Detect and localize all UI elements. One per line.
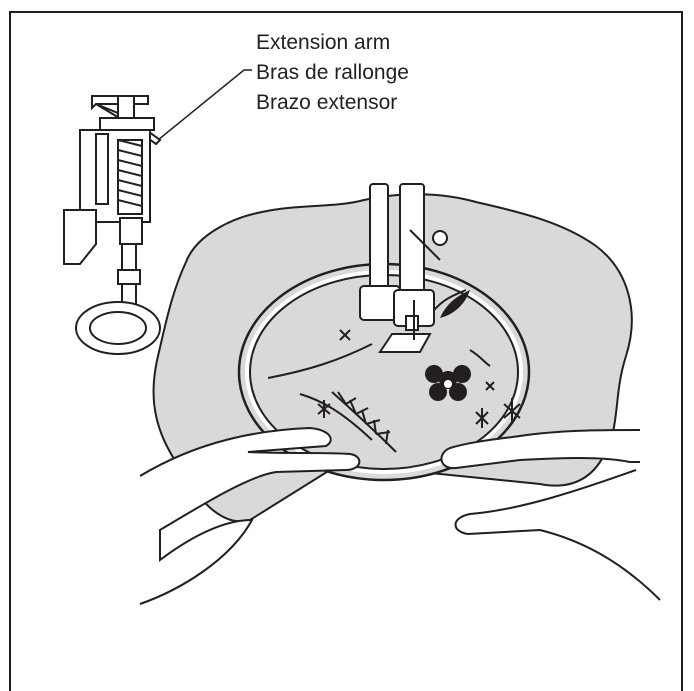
darning-foot-icon <box>64 96 160 354</box>
callout-leader-line <box>158 70 252 140</box>
right-hand-icon <box>441 430 660 600</box>
